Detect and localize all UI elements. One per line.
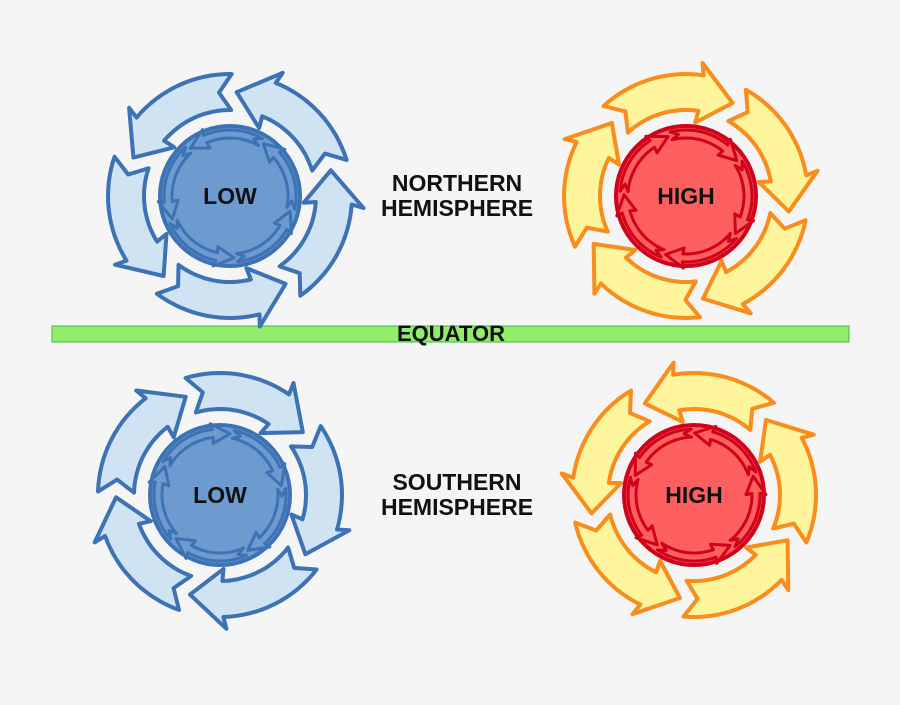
southern-low-outer-arrows (92, 371, 352, 631)
northern-low-inner-arrow-1 (261, 142, 298, 211)
northern-high-inner-arrow-3 (618, 134, 670, 194)
northern-hemisphere-label-line1: NORTHERN (392, 170, 522, 196)
southern-high-outer-arrows (559, 360, 818, 619)
southern-hemisphere-label-line1: SOUTHERN (392, 469, 521, 495)
southern-low-outer-arrow-5 (183, 371, 305, 436)
southern-low-label: LOW (193, 482, 247, 508)
northern-low-outer-arrow-1 (234, 70, 349, 173)
southern-low-inner-arrows (147, 422, 288, 563)
equator-band (51, 325, 850, 343)
northern-low-system: LOW (106, 70, 366, 329)
northern-low-inner-arrow-2 (235, 209, 293, 264)
southern-low-outer-arrow-1 (289, 424, 352, 557)
southern-low-outer-arrow-4 (96, 388, 188, 495)
northern-low-outer-arrow-2 (277, 168, 366, 298)
southern-high-outer-arrow-4 (559, 388, 652, 516)
northern-high-inner-arrow-5 (733, 159, 756, 235)
northern-high-outer-arrow-5 (726, 87, 820, 214)
southern-high-outer-arrow-3 (573, 512, 682, 617)
northern-high-outer-arrow-4 (601, 61, 735, 135)
northern-low-outer-arrows (106, 70, 366, 329)
southern-low-inner-arrow-3 (147, 465, 179, 541)
southern-low-system: LOW (92, 371, 352, 631)
northern-high-system: HIGH (562, 61, 820, 320)
southern-high-system: HIGH (559, 360, 818, 619)
northern-low-outer-arrow-4 (106, 154, 169, 278)
northern-high-label: HIGH (657, 183, 715, 209)
northern-low-inner-arrow-5 (188, 128, 264, 150)
northern-high-outer-arrows (562, 61, 820, 320)
northern-low-inner-arrow-4 (156, 145, 193, 221)
southern-high-inner-arrow-3 (626, 475, 659, 547)
southern-high-inner-arrows (626, 424, 768, 565)
southern-low-inner-circle (148, 423, 292, 567)
southern-high-label: HIGH (665, 482, 723, 508)
southern-high-outer-arrow-1 (758, 417, 818, 545)
southern-high-inner-arrow-5 (693, 424, 758, 477)
northern-high-inner-arrow-4 (668, 128, 739, 163)
northern-low-inner-arrow-3 (168, 218, 236, 268)
northern-low-outer-arrow-3 (154, 262, 288, 329)
northern-high-outer-arrow-3 (562, 121, 621, 249)
southern-low-outer-arrow-2 (188, 545, 319, 631)
southern-low-outer-arrow-3 (92, 495, 194, 612)
southern-low-inner-arrow-4 (161, 422, 232, 468)
equator-label: EQUATOR (397, 321, 505, 346)
northern-high-inner-arrows (615, 128, 756, 270)
northern-low-outer-arrow-5 (127, 72, 234, 160)
northern-low-inner-arrows (156, 128, 298, 268)
northern-high-inner-arrow-2 (615, 193, 666, 259)
northern-high-outer-arrow-1 (701, 211, 808, 316)
northern-hemisphere-label-line2: HEMISPHERE (381, 195, 533, 221)
southern-high-inner-arrow-1 (728, 474, 768, 549)
southern-low-inner-arrow-1 (246, 486, 288, 552)
southern-high-inner-arrow-4 (633, 427, 693, 477)
northern-high-outer-arrow-2 (591, 241, 702, 320)
southern-low-inner-arrow-5 (230, 429, 287, 488)
northern-low-inner-circle (158, 124, 302, 268)
southern-hemisphere-label-line2: HEMISPHERE (381, 494, 533, 520)
southern-high-outer-arrow-5 (642, 360, 776, 432)
southern-low-inner-arrow-2 (174, 537, 249, 563)
northern-high-inner-arrow-1 (664, 231, 738, 270)
northern-low-label: LOW (203, 183, 257, 209)
northern-high-inner-circle (614, 124, 758, 268)
southern-high-outer-arrow-2 (681, 538, 791, 619)
southern-high-inner-arrow-2 (656, 541, 732, 565)
